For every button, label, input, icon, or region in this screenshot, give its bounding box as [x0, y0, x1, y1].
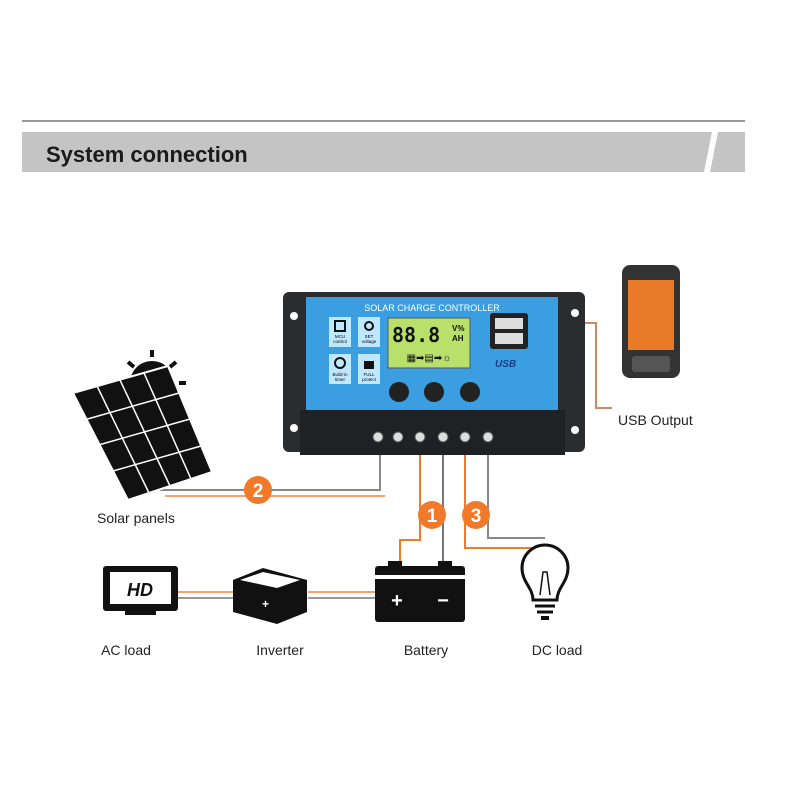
- step-badge-1: 1: [418, 501, 446, 529]
- lock-icon: [364, 361, 374, 369]
- svg-text:SET: SET: [365, 334, 374, 339]
- terminal-block: [300, 410, 565, 455]
- hd-monitor-icon: HD: [103, 566, 178, 615]
- usb-label: USB: [495, 359, 516, 370]
- battery-wire-positive: [399, 455, 421, 565]
- menu-button[interactable]: [389, 382, 409, 402]
- chip-icon: [334, 320, 346, 332]
- svg-text:+: +: [391, 590, 403, 612]
- lcd-display: [387, 317, 471, 369]
- svg-text:HD: HD: [127, 580, 153, 600]
- solar-panels-label: Solar panels: [97, 510, 175, 526]
- smartphone-icon: [622, 265, 680, 378]
- svg-text:+: +: [262, 597, 269, 611]
- inverter-icon: +: [233, 568, 307, 624]
- battery-icon: + −: [372, 561, 468, 622]
- up-button[interactable]: [424, 382, 444, 402]
- solar-charge-controller: SOLAR CHARGE CONTROLLER MCU control SET …: [283, 292, 585, 455]
- svg-text:1: 1: [427, 506, 438, 527]
- lcd-flow-icons: ▦➡▤➡☼: [407, 353, 452, 364]
- svg-text:AH: AH: [452, 334, 464, 343]
- clock-icon: [334, 357, 346, 369]
- ac-load-label: AC load: [101, 642, 151, 658]
- solar-wire: [160, 455, 381, 491]
- gear-icon: [364, 321, 374, 331]
- svg-text:voltage: voltage: [362, 339, 377, 344]
- title-banner: [22, 132, 712, 172]
- svg-text:2: 2: [253, 481, 264, 502]
- battery-label: Battery: [404, 642, 448, 658]
- load-wire-negative: [487, 455, 545, 539]
- load-wire-positive: [464, 455, 535, 549]
- svg-text:MCU: MCU: [335, 334, 345, 339]
- svg-text:V%: V%: [452, 324, 464, 333]
- dc-load-label: DC load: [532, 642, 583, 658]
- inverter-label: Inverter: [256, 642, 304, 658]
- solar-panel-icon: [71, 364, 214, 502]
- banner-end: [710, 132, 745, 172]
- svg-text:−: −: [437, 590, 449, 612]
- feature-icons: MCU control SET voltage Build-in timer F…: [329, 317, 380, 384]
- usb-output-label: USB Output: [618, 412, 693, 428]
- controller-title: SOLAR CHARGE CONTROLLER: [364, 303, 500, 313]
- svg-text:3: 3: [471, 506, 482, 527]
- light-bulb-icon: [520, 543, 570, 620]
- svg-text:timer: timer: [335, 377, 346, 382]
- down-button[interactable]: [460, 382, 480, 402]
- svg-text:protect: protect: [362, 377, 377, 382]
- page-title: System connection: [46, 142, 248, 167]
- terminal-screws: [372, 431, 494, 443]
- step-badge-3: 3: [462, 501, 490, 529]
- step-badge-2: 2: [244, 476, 272, 504]
- svg-text:FULL: FULL: [363, 372, 375, 377]
- svg-text:Build-in: Build-in: [332, 372, 348, 377]
- svg-text:control: control: [333, 339, 347, 344]
- lcd-digits: 88.8: [392, 323, 440, 347]
